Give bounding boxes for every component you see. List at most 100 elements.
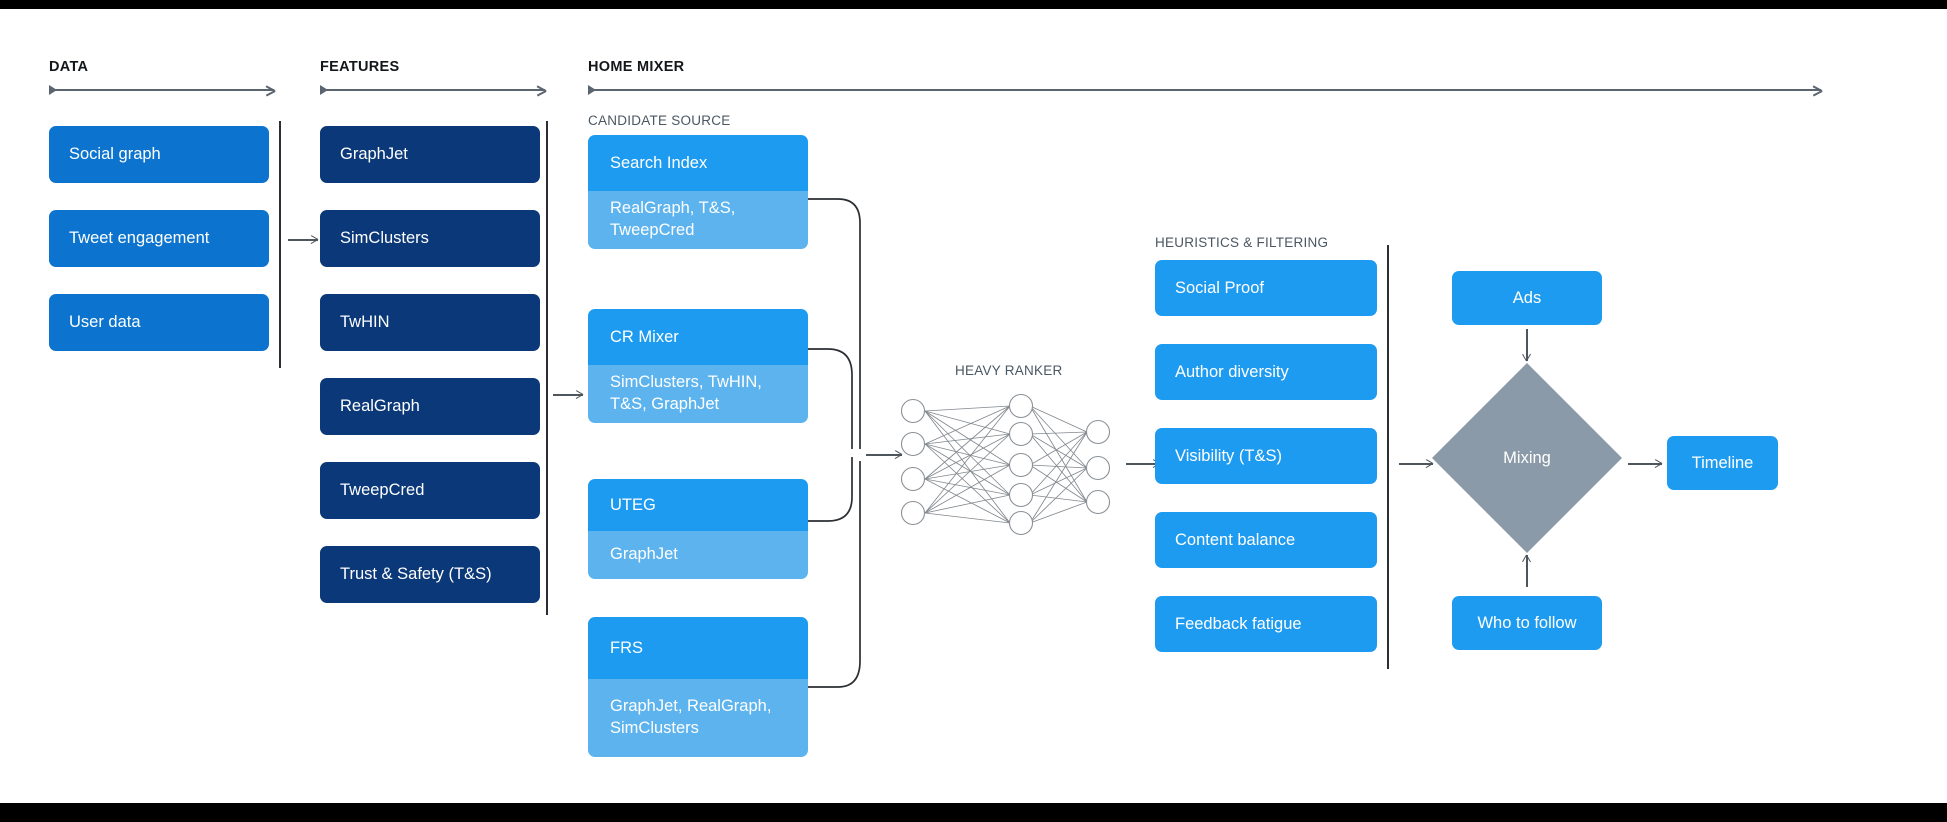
box-label: Who to follow (1477, 613, 1577, 632)
output-box-timeline[interactable]: Timeline (1667, 436, 1778, 490)
diamond-label: Mixing (1503, 448, 1551, 467)
candidate-source-name: CR Mixer (588, 309, 808, 365)
connector-uteg (808, 457, 853, 522)
divider-features-home-mixer (546, 121, 548, 615)
nn-output-node (1085, 455, 1111, 481)
arrow-mixing-to-timeline (1628, 459, 1662, 468)
candidate-source-card-frs[interactable]: FRS GraphJet, RealGraph, SimClusters (588, 617, 808, 757)
nn-input-node (900, 398, 926, 424)
mixing-diamond[interactable]: Mixing (1432, 363, 1622, 553)
connector-search-index (808, 198, 861, 449)
candidate-source-card-search-index[interactable]: Search Index RealGraph, T&S, TweepCred (588, 135, 808, 249)
feature-box-tweepcred[interactable]: TweepCred (320, 462, 540, 519)
section-title-features: FEATURES (320, 59, 400, 75)
feature-box-twhin[interactable]: TwHIN (320, 294, 540, 351)
output-box-who-to-follow[interactable]: Who to follow (1452, 596, 1602, 650)
box-label: RealGraph (340, 397, 420, 415)
arrow-head-icon (574, 390, 583, 399)
rail-start-triangle (588, 85, 596, 95)
arrow-head-icon (1522, 352, 1531, 361)
box-label: SimClusters (340, 229, 429, 247)
nn-hidden-node (1008, 510, 1034, 536)
nn-output-node (1085, 489, 1111, 515)
rail-features (320, 85, 545, 95)
feature-box-simclusters[interactable]: SimClusters (320, 210, 540, 267)
data-box-user-data[interactable]: User data (49, 294, 269, 351)
arrow-line (1628, 463, 1662, 465)
candidate-source-features: RealGraph, T&S, TweepCred (588, 191, 808, 249)
candidate-source-name: Search Index (588, 135, 808, 191)
diagram-canvas: DATA FEATURES HOME MIXER CANDIDATE SOURC… (0, 9, 1947, 803)
nn-input-node (900, 431, 926, 457)
candidate-source-features: GraphJet, RealGraph, SimClusters (588, 679, 808, 757)
subsection-title-heavy-ranker: HEAVY RANKER (955, 363, 1063, 378)
arrow-heavy-ranker-to-heuristics (1126, 459, 1160, 468)
box-label: Visibility (T&S) (1175, 446, 1282, 465)
heavy-ranker-network (900, 393, 1111, 536)
section-title-home-mixer: HOME MIXER (588, 59, 685, 75)
arrow-head-icon (1522, 555, 1531, 564)
rail-home-mixer (588, 85, 1821, 95)
arrow-data-to-features (288, 235, 318, 244)
heuristic-box-social-proof[interactable]: Social Proof (1155, 260, 1377, 316)
arrow-head-icon (1653, 459, 1662, 468)
connector-cr-mixer (808, 348, 853, 449)
data-box-tweet-engagement[interactable]: Tweet engagement (49, 210, 269, 267)
box-label: TweepCred (340, 481, 425, 499)
arrow-line (1126, 463, 1160, 465)
box-label: Social graph (69, 145, 161, 163)
arrow-line (1526, 555, 1528, 587)
rail-start-triangle (49, 85, 57, 95)
box-label: Timeline (1691, 453, 1754, 472)
candidate-source-card-uteg[interactable]: UTEG GraphJet (588, 479, 808, 579)
candidate-source-features: GraphJet (588, 531, 808, 579)
divider-heuristics-output (1387, 245, 1389, 669)
arrow-candidate-source-to-heavy-ranker (866, 450, 902, 459)
nn-input-node (900, 466, 926, 492)
arrow-features-to-candidate-source (553, 390, 583, 399)
rail-line (49, 89, 274, 91)
connector-frs (808, 461, 861, 688)
candidate-source-features: SimClusters, TwHIN, T&S, GraphJet (588, 365, 808, 423)
arrow-head-icon (309, 235, 318, 244)
feature-box-realgraph[interactable]: RealGraph (320, 378, 540, 435)
candidate-source-card-cr-mixer[interactable]: CR Mixer SimClusters, TwHIN, T&S, GraphJ… (588, 309, 808, 423)
arrow-line (288, 239, 318, 241)
heuristic-box-author-diversity[interactable]: Author diversity (1155, 344, 1377, 400)
rail-arrow-head-icon (1811, 85, 1822, 96)
box-label: Trust & Safety (T&S) (340, 565, 492, 583)
heuristic-box-content-balance[interactable]: Content balance (1155, 512, 1377, 568)
rail-arrow-head-icon (535, 85, 546, 96)
arrow-heuristics-to-mixing (1399, 459, 1433, 468)
section-title-data: DATA (49, 59, 89, 75)
arrow-line (866, 454, 902, 456)
arrow-line (553, 394, 583, 396)
rail-line (320, 89, 545, 91)
nn-hidden-node (1008, 421, 1034, 447)
rail-start-triangle (320, 85, 328, 95)
box-label: Tweet engagement (69, 229, 210, 247)
box-label: Content balance (1175, 530, 1296, 549)
feature-box-graphjet[interactable]: GraphJet (320, 126, 540, 183)
box-label: Author diversity (1175, 362, 1289, 381)
arrow-ads-to-mixing (1522, 329, 1531, 361)
candidate-source-name: UTEG (588, 479, 808, 531)
box-label: TwHIN (340, 313, 390, 331)
nn-hidden-node (1008, 393, 1034, 419)
connector-overlay (808, 198, 861, 688)
arrow-line (1399, 463, 1433, 465)
feature-box-trust-and-safety[interactable]: Trust & Safety (T&S) (320, 546, 540, 603)
rail-line (588, 89, 1821, 91)
rail-arrow-head-icon (264, 85, 275, 96)
nn-input-node (900, 500, 926, 526)
box-label: User data (69, 313, 141, 331)
arrow-who-to-follow-to-mixing (1522, 555, 1531, 587)
divider-data-features (279, 121, 281, 368)
heuristic-box-visibility[interactable]: Visibility (T&S) (1155, 428, 1377, 484)
data-box-social-graph[interactable]: Social graph (49, 126, 269, 183)
box-label: Feedback fatigue (1175, 614, 1302, 633)
output-box-ads[interactable]: Ads (1452, 271, 1602, 325)
heuristic-box-feedback-fatigue[interactable]: Feedback fatigue (1155, 596, 1377, 652)
box-label: Social Proof (1175, 278, 1264, 297)
arrow-head-icon (893, 450, 902, 459)
